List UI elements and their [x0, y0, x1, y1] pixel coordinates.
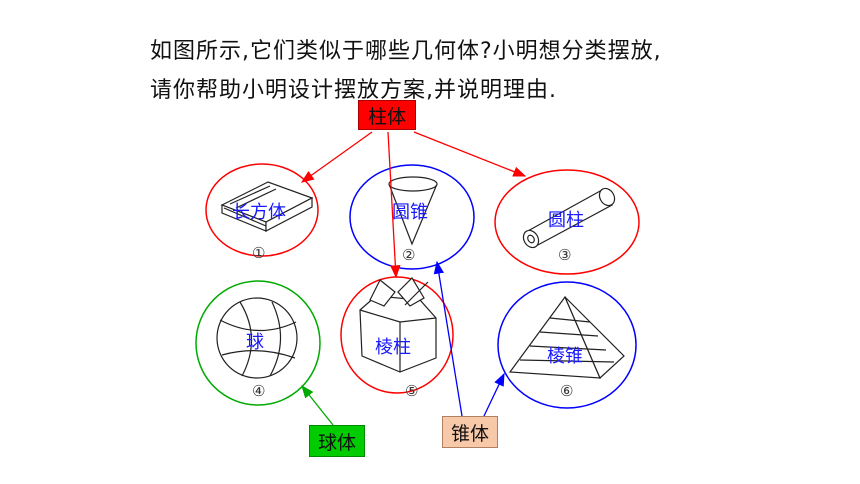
question-line-1: 如图所示,它们类似于哪些几何体?小明想分类摆放, [150, 39, 662, 64]
shape-number-2: ② [402, 246, 416, 264]
shape-name-prism: 棱柱 [375, 337, 411, 358]
circle-sphere [195, 280, 321, 406]
circle-cone [349, 164, 475, 270]
circle-cuboid [205, 163, 319, 257]
shape-number-6: ⑥ [560, 382, 574, 400]
question-line-2: 请你帮助小明设计摆放方案,并说明理由. [150, 78, 557, 103]
shape-number-5: ⑤ [405, 382, 419, 400]
arrow-cone-label-to-cone [433, 260, 463, 417]
sphere-drawing [216, 297, 298, 379]
shape-number-4: ④ [252, 382, 266, 400]
shape-name-cuboid: 长方体 [232, 202, 286, 223]
shape-name-pyramid: 棱锥 [547, 346, 583, 367]
arrow-sphere-label-to-sphere [301, 384, 334, 426]
pyramid-drawing [508, 295, 625, 380]
circle-pyramid [497, 281, 637, 409]
arrow-column-to-cuboid [300, 131, 373, 183]
arrow-column-to-cylinder [413, 131, 527, 177]
category-column-label: 柱体 [358, 100, 416, 130]
arrow-cone-label-to-pyramid [483, 372, 505, 417]
cuboid-drawing [220, 181, 314, 232]
shape-number-3: ③ [558, 246, 572, 264]
arrow-column-to-prism [387, 131, 401, 279]
circle-cylinder [494, 169, 640, 275]
cone-drawing [388, 176, 438, 246]
cylinder-drawing [522, 187, 616, 249]
shape-name-sphere: 球 [246, 332, 264, 353]
shape-name-cone: 圆锥 [392, 202, 428, 223]
category-cone-label: 锥体 [442, 416, 498, 448]
prism-drawing [359, 277, 437, 373]
shape-name-cylinder: 圆柱 [548, 210, 584, 231]
shape-number-1: ① [252, 244, 266, 262]
category-sphere-label: 球体 [309, 425, 365, 457]
